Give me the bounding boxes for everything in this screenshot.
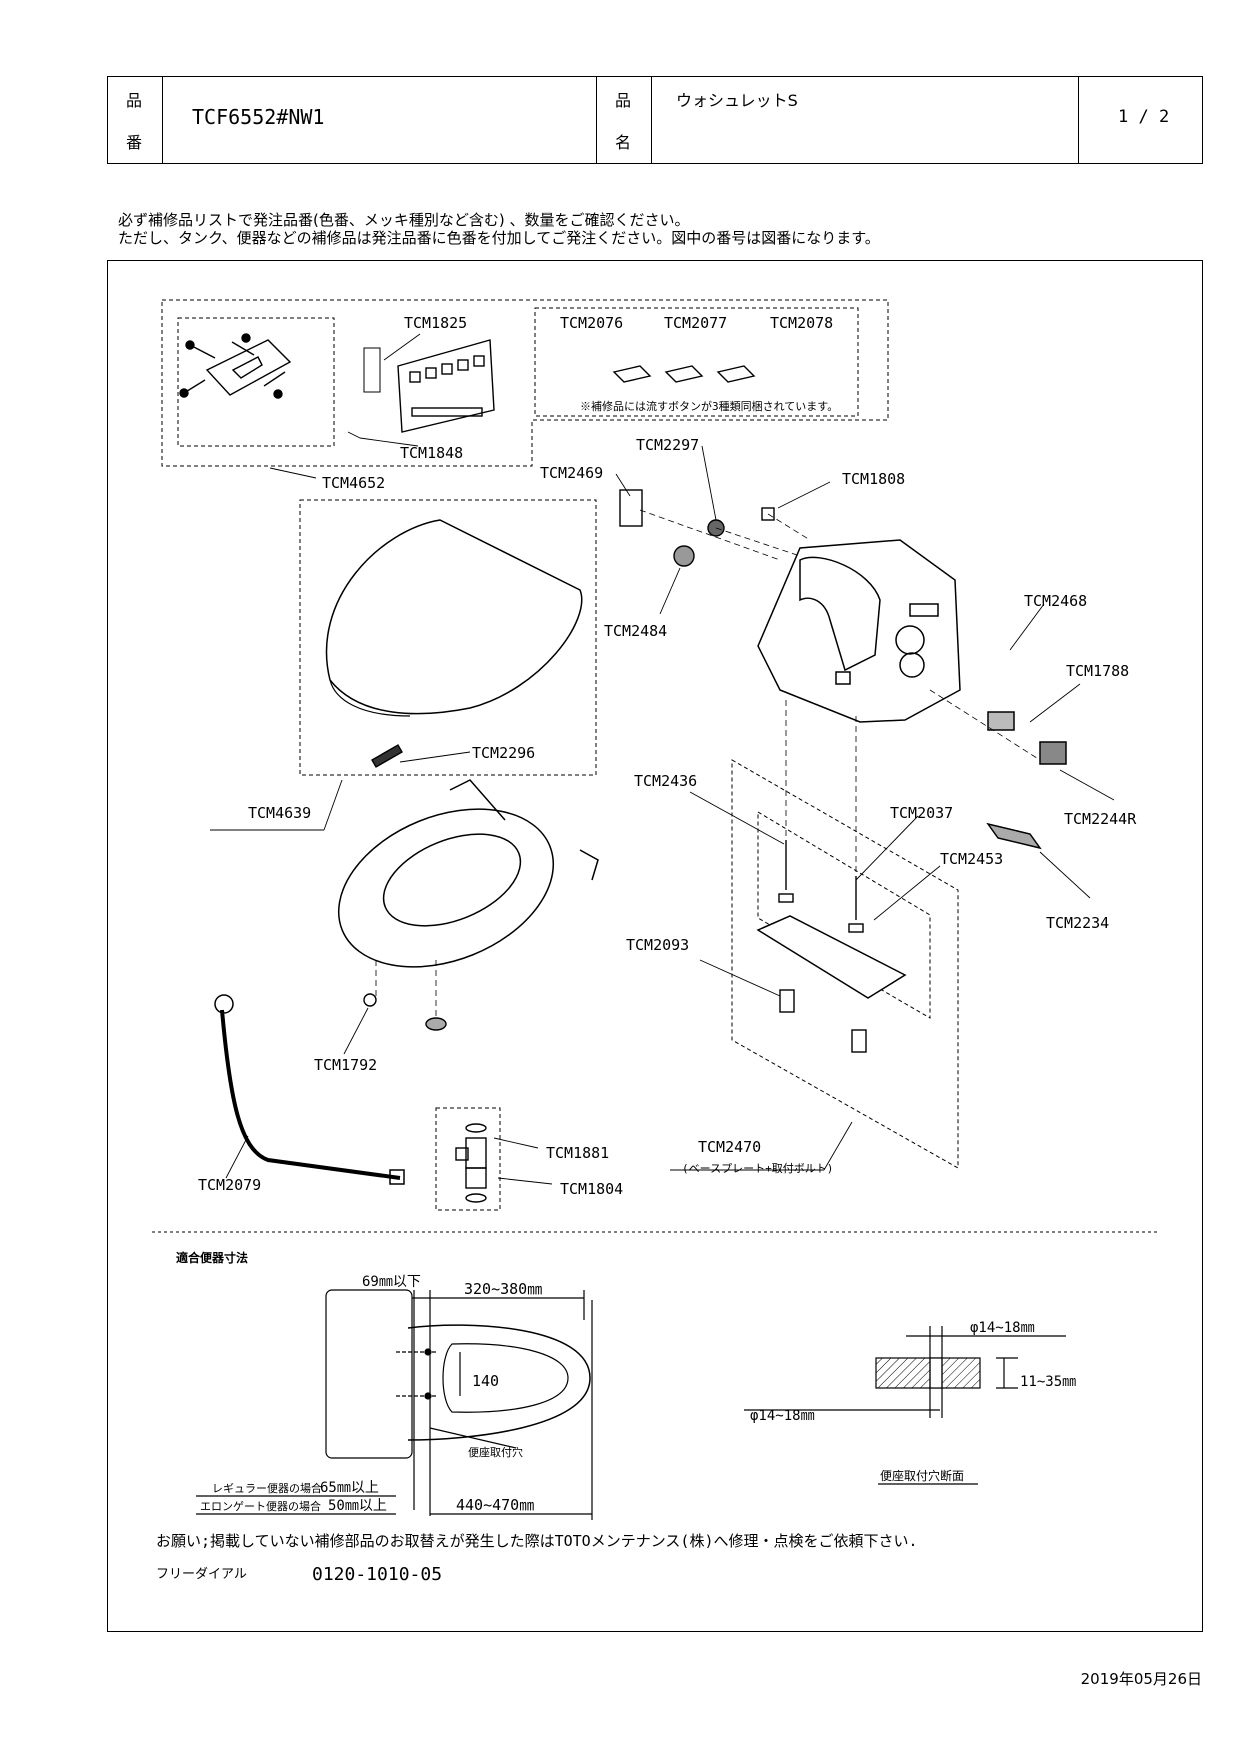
dim-phi-top: φ14~18㎜ (970, 1320, 1035, 1336)
tcm2469-bracket-icon (619, 489, 643, 527)
tcm1792-icon (363, 993, 377, 1007)
product-code: TCF6552#NW1 (192, 105, 325, 129)
label-tcm2436: TCM2436 (634, 772, 697, 790)
label-tcm1881: TCM1881 (546, 1144, 609, 1162)
dim-regular: レギュラー便器の場合 (212, 1481, 322, 1495)
washlet-body-icon (757, 539, 961, 723)
base-plate-group-outline (731, 759, 959, 1169)
label-tcm2037: TCM2037 (890, 804, 953, 822)
dim-elongated-val: 50㎜以上 (328, 1498, 387, 1514)
valve-icon (455, 1123, 487, 1203)
divider (162, 77, 163, 163)
label-tcm1792: TCM1792 (314, 1056, 377, 1074)
nozzle-cover-icon (986, 822, 1042, 850)
hose-fitting-icon (214, 994, 234, 1014)
label-tcm2468: TCM2468 (1024, 592, 1087, 610)
divider (596, 77, 597, 163)
group-outline (534, 307, 859, 417)
label-tcm2469: TCM2469 (540, 464, 603, 482)
instructions: 必ず補修品リストで発注品番(色番、メッキ種別など含む) 、数量をご確認ください。… (118, 211, 880, 247)
free-dial-number: 0120-1010-05 (312, 1564, 442, 1585)
dim-section-label: 便座取付穴断面 (880, 1468, 964, 1483)
request-note: お願い;掲載していない補修部品のお取替えが発生した際はTOTOメンテナンス(株)… (156, 1532, 918, 1550)
page-number: 1 / 2 (1118, 107, 1170, 127)
group-outline (177, 317, 335, 447)
dim-hole-label: 便座取付穴 (468, 1445, 523, 1459)
label-tcm2244r: TCM2244R (1064, 810, 1137, 828)
label-tcm4652: TCM4652 (322, 474, 385, 492)
toilet-dimension-drawing (196, 1289, 593, 1520)
dim-440: 440~470㎜ (456, 1496, 534, 1514)
label-tcm1808: TCM1808 (842, 470, 905, 488)
label-tcm2296: TCM2296 (472, 744, 535, 762)
assembly-line (375, 509, 1041, 1020)
divider (1078, 77, 1079, 163)
dim-elongated: エロンゲート便器の場合 (200, 1499, 321, 1513)
valve-group-outline (435, 1107, 501, 1211)
dim-phi-bottom: φ14~18㎜ (750, 1408, 815, 1424)
bolt-icon (778, 840, 867, 1053)
label-tcm2079: TCM2079 (198, 1176, 261, 1194)
remote-control-icon (397, 339, 495, 433)
dim-320: 320~380㎜ (464, 1280, 542, 1298)
dim-title: 適合便器寸法 (176, 1250, 248, 1265)
tcm1825-icon (363, 347, 381, 393)
tcm1808-icon (761, 507, 775, 521)
hole-section-drawing (744, 1326, 1066, 1485)
mount-plate-icon (179, 333, 292, 399)
filter-icon (1039, 741, 1067, 765)
divider (651, 77, 652, 163)
header-table: 品 番 TCF6552#NW1 品 名 ウォシュレットS 1 / 2 (107, 76, 1203, 164)
dim-regular-val: 65㎜以上 (320, 1480, 379, 1496)
hinmei-label: 品 (615, 91, 632, 110)
label-tcm2453: TCM2453 (940, 850, 1003, 868)
label-tcm2077: TCM2077 (664, 314, 727, 332)
cover-icon (987, 711, 1015, 731)
dim-thickness: 11~35㎜ (1020, 1374, 1076, 1390)
leader-line (210, 333, 1115, 1185)
seat-lid-icon (325, 519, 583, 715)
group-outline (161, 299, 889, 467)
note-line: 必ず補修品リストで発注品番(色番、メッキ種別など含む) 、数量をご確認ください。 (118, 211, 690, 229)
lid-group-outline (299, 499, 597, 776)
tcm2484-icon (673, 545, 695, 567)
base-plate-group-outline (757, 811, 931, 1019)
hose-nut-icon (389, 1169, 405, 1185)
note-line: ただし、タンク、便器などの補修品は発注品番に色番を付加してご発注ください。図中の… (118, 229, 880, 247)
hinmei-label: 名 (615, 133, 632, 152)
label-tcm1825: TCM1825 (404, 314, 467, 332)
seat-ring-icon (337, 779, 599, 968)
hose-icon (220, 1009, 401, 1180)
label-tcm2076: TCM2076 (560, 314, 623, 332)
seat-lid-edge (329, 679, 411, 717)
product-name: ウォシュレットS (676, 91, 798, 110)
base-plate-icon (756, 915, 907, 999)
label-tcm2297: TCM2297 (636, 436, 699, 454)
label-tcm2078: TCM2078 (770, 314, 833, 332)
issue-date: 2019年05月26日 (1080, 1670, 1202, 1688)
button-note: ※補修品には流すボタンが3種類同梱されています。 (580, 399, 838, 413)
label-tcm2470: TCM2470 (698, 1138, 761, 1156)
tcm2296-icon (371, 744, 403, 768)
label-tcm2470-note: (ベースプレート+取付ボルト) (682, 1162, 833, 1175)
label-tcm1788: TCM1788 (1066, 662, 1129, 680)
label-tcm2484: TCM2484 (604, 622, 667, 640)
dim-69: 69㎜以下 (362, 1274, 421, 1290)
label-tcm1848: TCM1848 (400, 444, 463, 462)
hinban-label: 番 (126, 133, 143, 152)
label-tcm1804: TCM1804 (560, 1180, 623, 1198)
tcm1792b-icon (425, 1017, 447, 1031)
label-tcm2093: TCM2093 (626, 936, 689, 954)
label-tcm2234: TCM2234 (1046, 914, 1109, 932)
hinban-label: 品 (126, 91, 143, 110)
label-tcm4639: TCM4639 (248, 804, 311, 822)
free-dial-label: フリーダイアル (156, 1567, 247, 1582)
dim-140: 140 (472, 1372, 499, 1390)
flush-button-icon (612, 365, 756, 383)
diagram-frame (107, 260, 1203, 1632)
